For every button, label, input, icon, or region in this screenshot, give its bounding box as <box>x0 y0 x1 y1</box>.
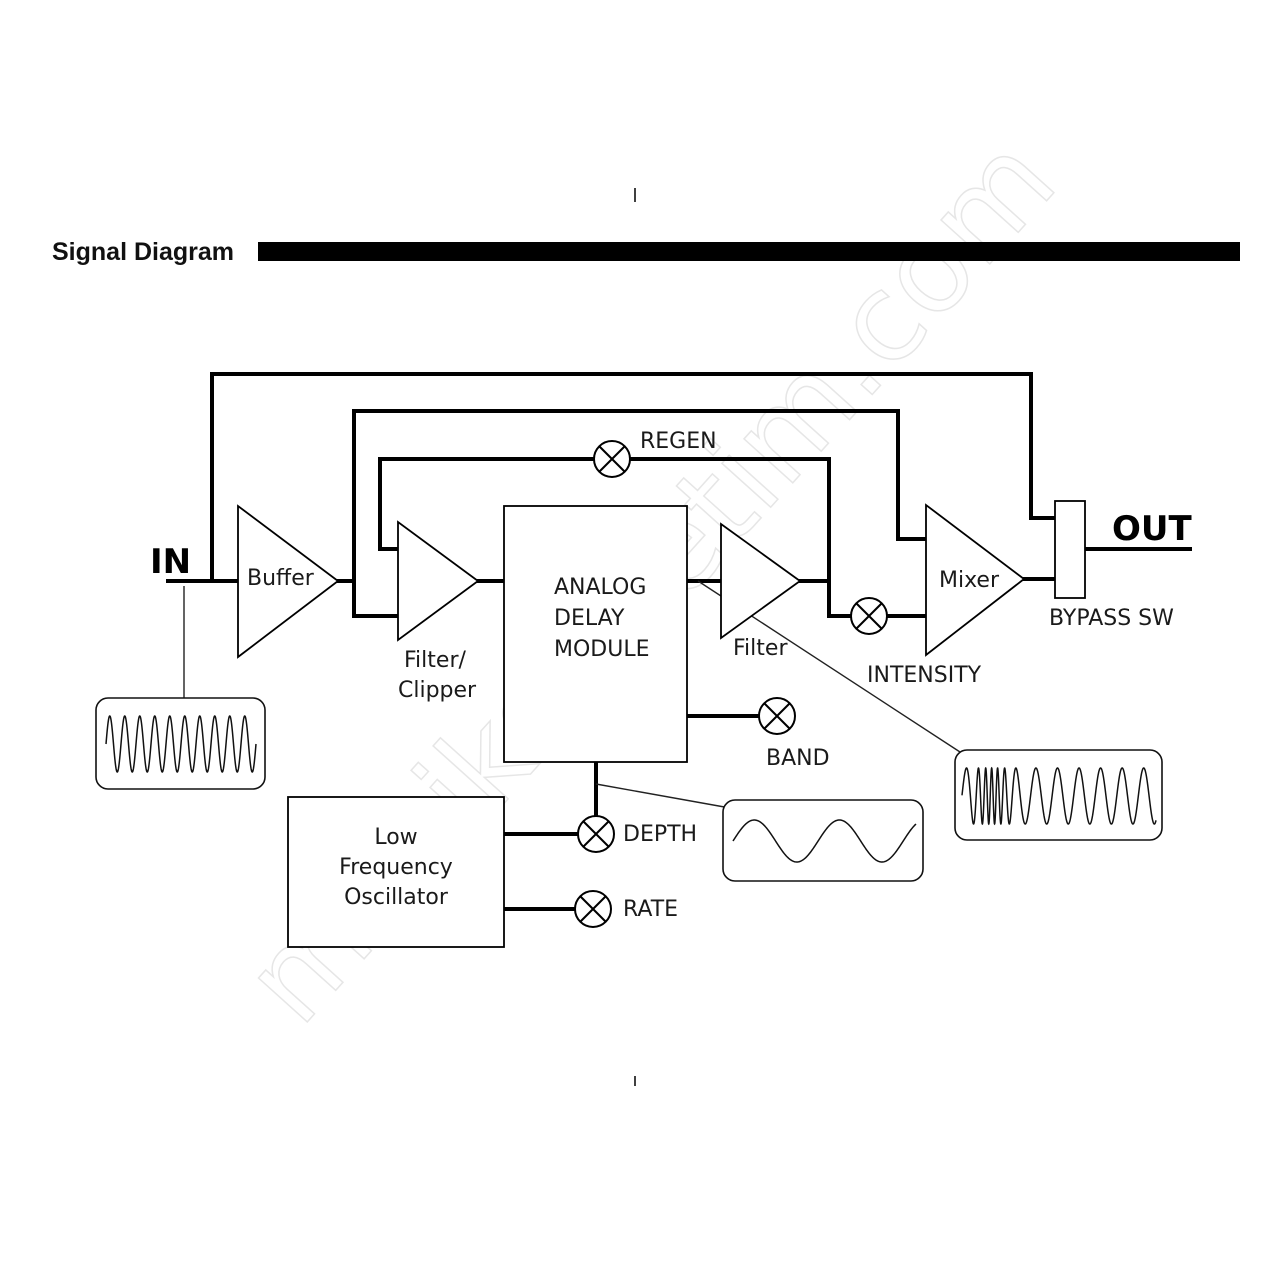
signal-wires <box>166 372 1192 911</box>
rate-label: RATE <box>623 897 678 922</box>
delay-module-label-1: ANALOG <box>554 575 646 600</box>
delay-module-label-2: DELAY <box>554 606 625 631</box>
lfo-waveform <box>732 819 917 863</box>
filter-amp <box>720 522 802 640</box>
title-rule <box>258 242 1240 261</box>
band-knob-icon <box>758 697 796 735</box>
mixer-amp <box>925 503 1026 657</box>
intensity-knob-icon <box>850 597 888 635</box>
band-label: BAND <box>766 746 830 771</box>
lfo-label-2: Frequency <box>339 855 453 880</box>
delay-module-label-3: MODULE <box>554 637 650 662</box>
input-label: IN <box>150 542 191 582</box>
filter-clipper-amp <box>397 520 480 642</box>
regen-label: REGEN <box>640 429 717 454</box>
mixer-label: Mixer <box>939 568 1000 593</box>
depth-label: DEPTH <box>623 822 697 847</box>
page-title: Signal Diagram <box>52 238 234 266</box>
filter-label: Filter <box>733 636 788 661</box>
buffer-label: Buffer <box>247 566 315 591</box>
analog-delay-module <box>503 505 688 763</box>
buffer-amp <box>237 504 340 659</box>
rate-knob-icon <box>574 890 612 928</box>
lfo-label-1: Low <box>374 825 417 850</box>
lfo-label-3: Oscillator <box>344 885 449 910</box>
intensity-label: INTENSITY <box>867 663 982 688</box>
filter-clipper-label-2: Clipper <box>398 678 477 703</box>
modulated-waveform <box>961 766 1157 826</box>
regen-knob-icon <box>593 440 631 478</box>
depth-knob-icon <box>577 815 615 853</box>
lfo-scope-icon <box>722 799 924 882</box>
input-waveform <box>105 715 257 773</box>
output-scope-icon <box>954 749 1163 841</box>
bypass-switch <box>1054 500 1086 599</box>
filter-clipper-label-1: Filter/ <box>404 648 466 673</box>
output-label: OUT <box>1112 509 1193 549</box>
low-frequency-oscillator <box>287 796 505 948</box>
bypass-label: BYPASS SW <box>1049 606 1174 631</box>
